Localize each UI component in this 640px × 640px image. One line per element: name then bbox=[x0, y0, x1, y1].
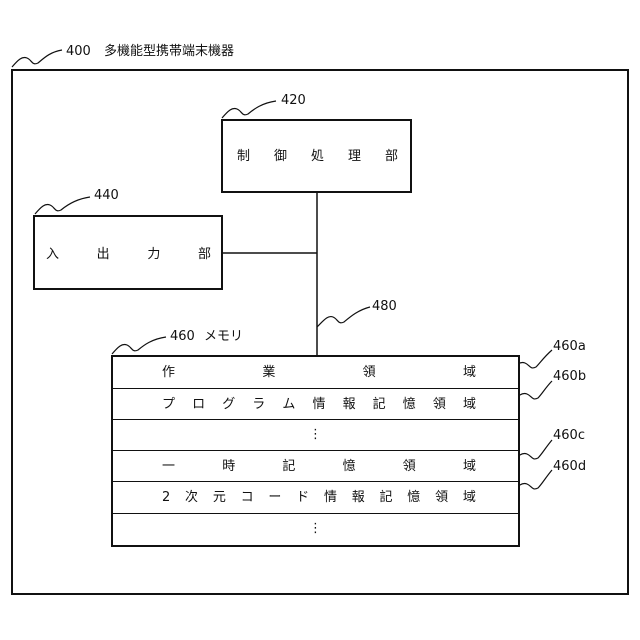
row-char: 情 bbox=[312, 398, 325, 411]
row-char: 領 bbox=[403, 460, 416, 473]
row-char: ム bbox=[282, 398, 295, 411]
io-char: 部 bbox=[198, 248, 211, 261]
control-char: 御 bbox=[274, 150, 287, 163]
control-char: 部 bbox=[385, 150, 398, 163]
row-char: 域 bbox=[463, 491, 476, 504]
row-char: ラ bbox=[252, 398, 265, 411]
memory-name-label: メモリ bbox=[204, 330, 243, 343]
memory-row-460c: 一 時 記 憶 領 域 bbox=[113, 451, 518, 482]
io-unit-title: 入 出 力 部 bbox=[46, 248, 211, 261]
row-char: 作 bbox=[162, 366, 175, 379]
control-unit-box: 制 御 処 理 部 bbox=[221, 119, 412, 193]
row-char: グ bbox=[222, 398, 235, 411]
memory-row-ellipsis: ⋮ bbox=[113, 420, 518, 450]
control-char: 理 bbox=[348, 150, 361, 163]
row-ref-label-460a: 460a bbox=[553, 340, 586, 353]
row-ref-label-460c: 460c bbox=[553, 429, 585, 442]
io-unit-box: 入 出 力 部 bbox=[33, 215, 223, 290]
io-char: 入 bbox=[46, 248, 59, 261]
row-char: ド bbox=[296, 491, 309, 504]
row-char: 憶 bbox=[403, 398, 416, 411]
row-ref-label-460d: 460d bbox=[553, 460, 586, 473]
row-text: 作 業 領 域 bbox=[162, 366, 476, 379]
memory-row-460a: 作 業 領 域 bbox=[113, 357, 518, 388]
row-char: 業 bbox=[262, 366, 275, 379]
row-char: 記 bbox=[373, 398, 386, 411]
row-char: 記 bbox=[380, 491, 393, 504]
bus-ref-label: 480 bbox=[372, 300, 397, 313]
control-char: 処 bbox=[311, 150, 324, 163]
control-unit-title: 制 御 処 理 部 bbox=[237, 150, 398, 163]
row-char: 元 bbox=[213, 491, 226, 504]
row-text: 一 時 記 憶 領 域 bbox=[162, 460, 476, 473]
memory-box: 作 業 領 域 プ ロ グ ラ ム 情 報 記 憶 領 域 ⋮ 一 時 記 bbox=[111, 355, 520, 547]
row-char: 憶 bbox=[343, 460, 356, 473]
row-char: 情 bbox=[324, 491, 337, 504]
row-char: ロ bbox=[192, 398, 205, 411]
row-char: 憶 bbox=[407, 491, 420, 504]
row-char: 域 bbox=[463, 366, 476, 379]
row-char: 一 bbox=[162, 460, 175, 473]
row-text: プ ロ グ ラ ム 情 報 記 憶 領 域 bbox=[162, 398, 476, 411]
row-char: プ bbox=[162, 398, 175, 411]
row-char: 領 bbox=[435, 491, 448, 504]
device-ref-label: 400 bbox=[66, 45, 91, 58]
row-ref-label-460b: 460b bbox=[553, 370, 586, 383]
row-char: 報 bbox=[343, 398, 356, 411]
row-char: 時 bbox=[222, 460, 235, 473]
memory-row-460b: プ ロ グ ラ ム 情 報 記 憶 領 域 bbox=[113, 389, 518, 420]
leader-420 bbox=[222, 101, 276, 118]
row-char: 記 bbox=[282, 460, 295, 473]
io-char: 出 bbox=[97, 248, 110, 261]
row-char: 領 bbox=[433, 398, 446, 411]
row-char: 次 bbox=[185, 491, 198, 504]
io-char: 力 bbox=[147, 248, 160, 261]
leader-460 bbox=[112, 337, 166, 354]
row-char: コ bbox=[241, 491, 254, 504]
row-char: 域 bbox=[463, 460, 476, 473]
row-char: 領 bbox=[363, 366, 376, 379]
row-char: ー bbox=[268, 491, 281, 504]
row-char: 2 bbox=[162, 491, 170, 504]
control-ref-label: 420 bbox=[281, 94, 306, 107]
leader-440 bbox=[35, 197, 90, 214]
row-char: 報 bbox=[352, 491, 365, 504]
device-name-label: 多機能型携帯端末機器 bbox=[104, 45, 234, 58]
control-char: 制 bbox=[237, 150, 250, 163]
leader-480 bbox=[317, 307, 370, 327]
leader-400 bbox=[12, 50, 62, 67]
io-ref-label: 440 bbox=[94, 189, 119, 202]
row-text: 2 次 元 コ ー ド 情 報 記 憶 領 域 bbox=[162, 491, 476, 504]
memory-row-460d: 2 次 元 コ ー ド 情 報 記 憶 領 域 bbox=[113, 482, 518, 513]
ellipsis-dots: ⋮ bbox=[113, 428, 518, 441]
memory-ref-label: 460 bbox=[170, 330, 195, 343]
memory-row-ellipsis: ⋮ bbox=[113, 514, 518, 545]
ellipsis-dots: ⋮ bbox=[113, 522, 518, 535]
row-char: 域 bbox=[463, 398, 476, 411]
